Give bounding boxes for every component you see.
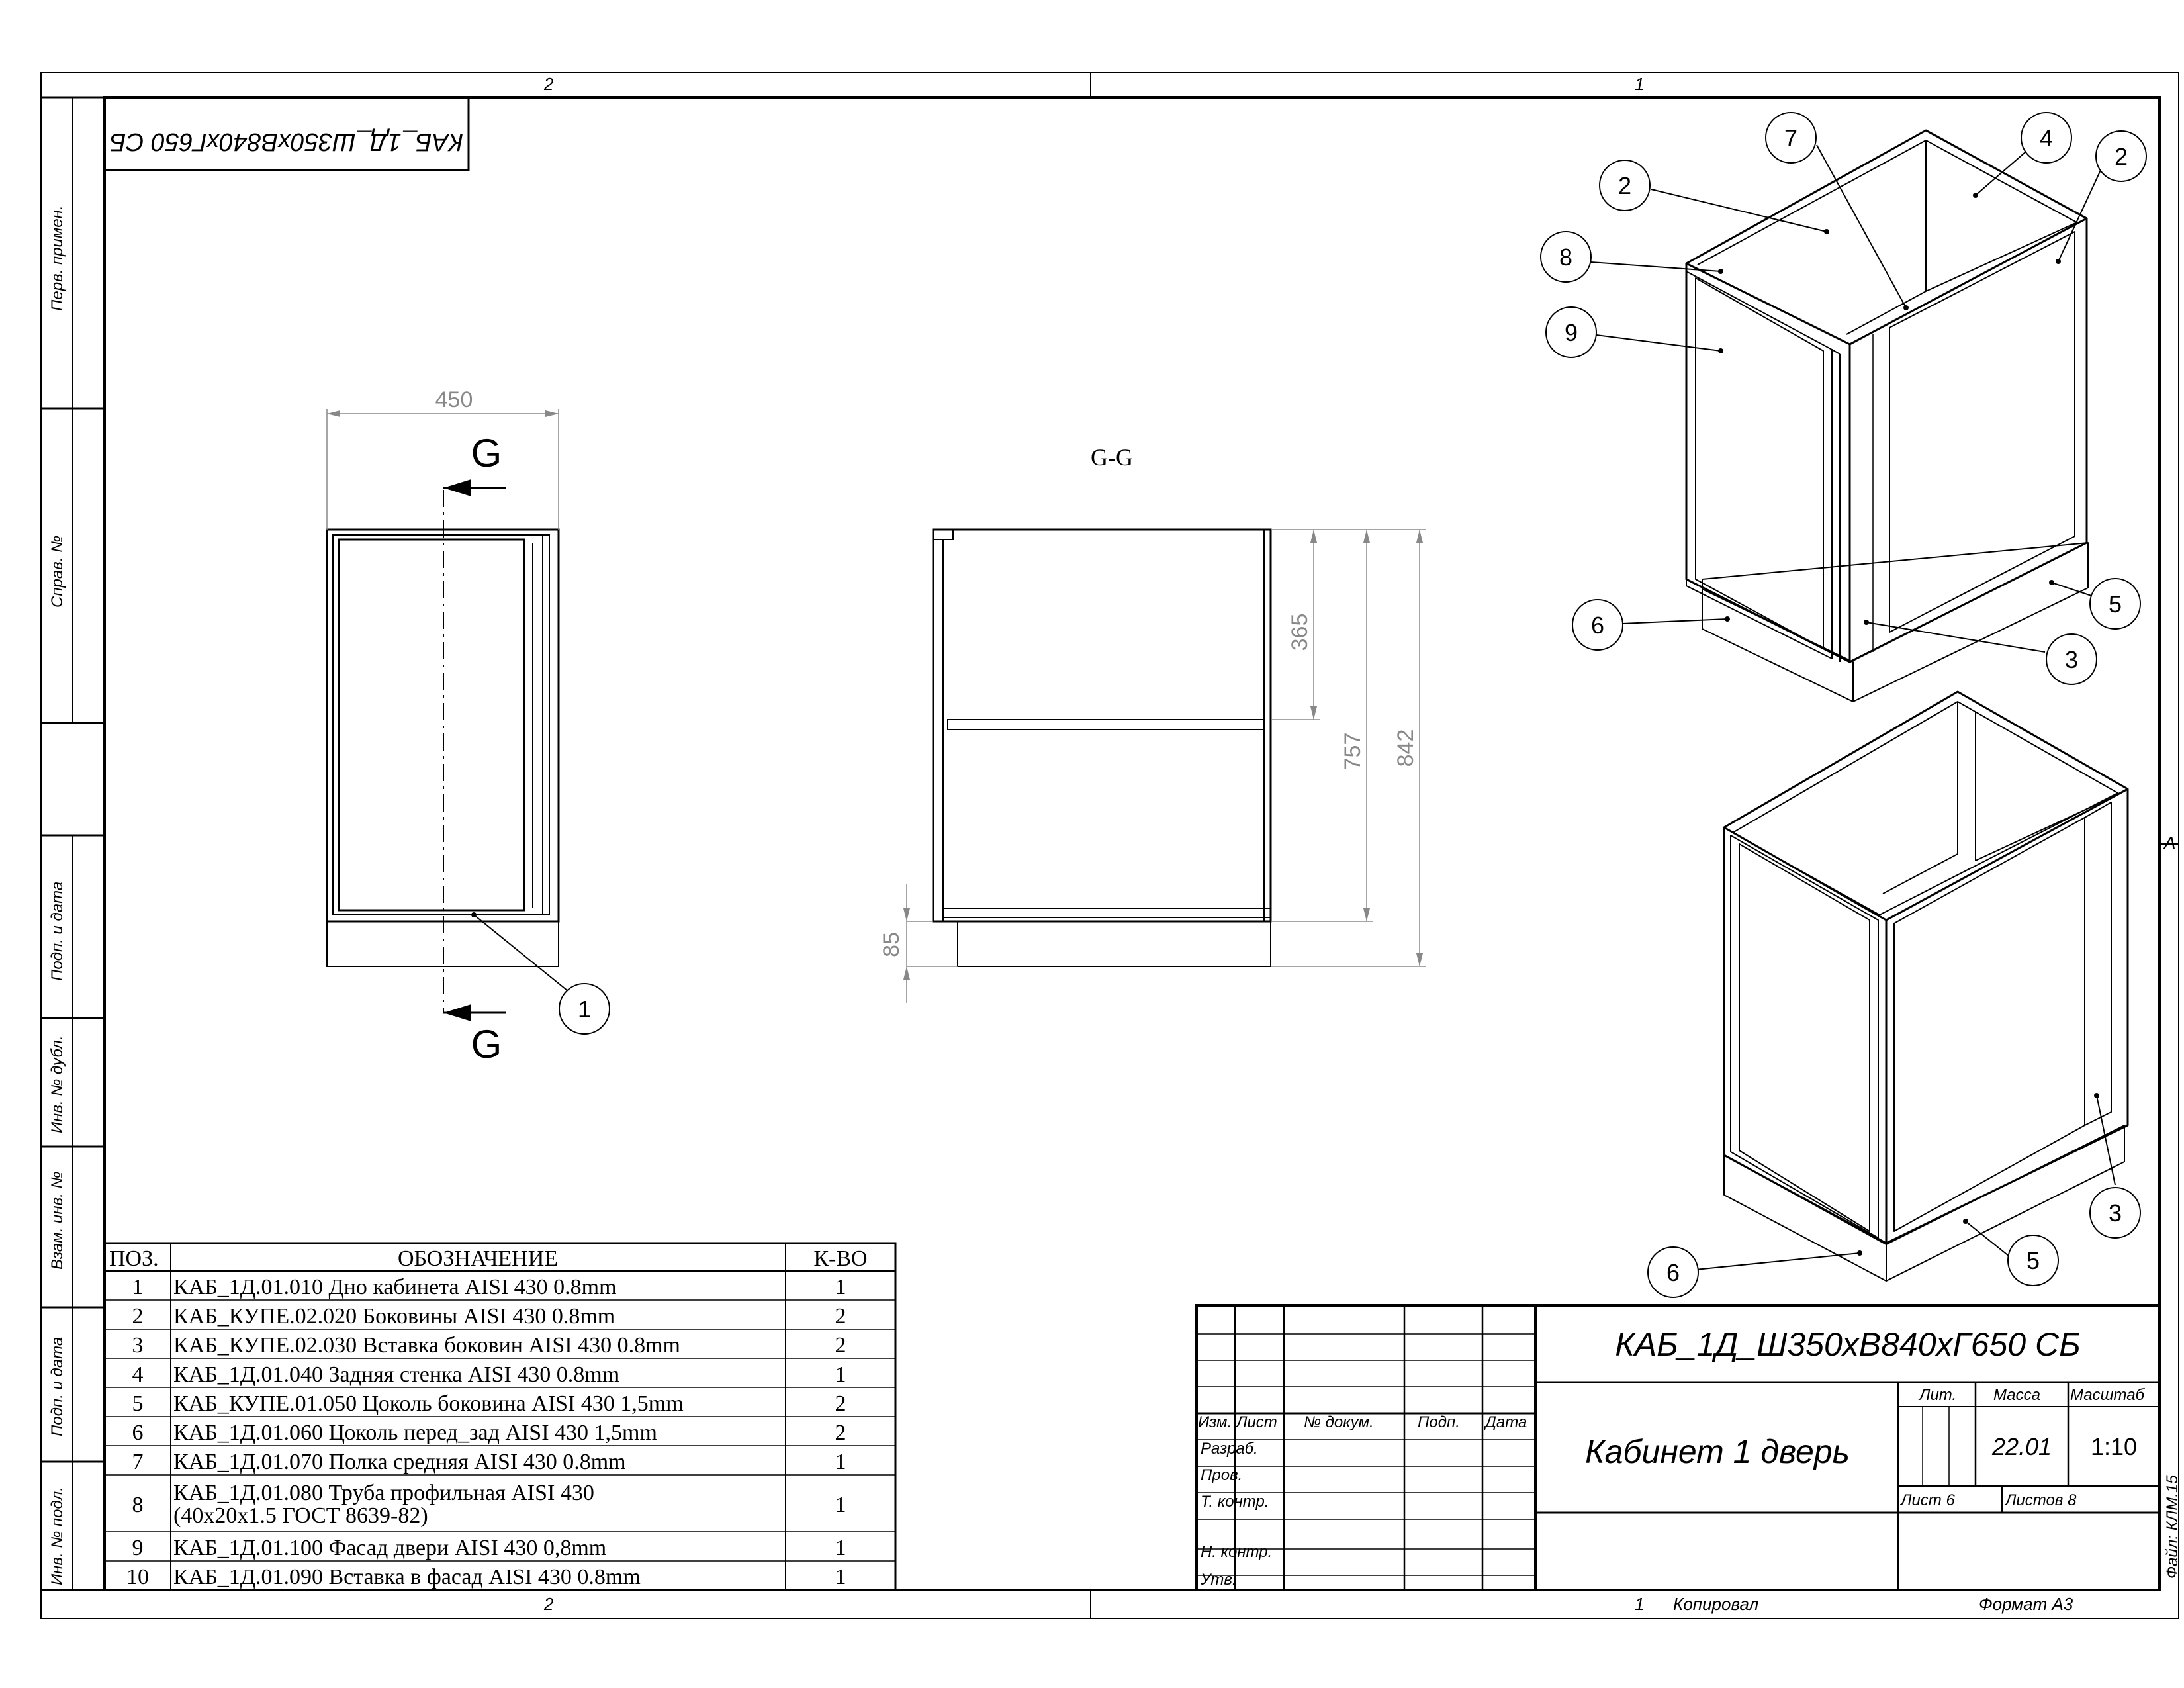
bom-row-qty: 1	[835, 1536, 846, 1560]
col-podp: Подп.	[1418, 1413, 1460, 1431]
front-view	[326, 409, 610, 1035]
zone-label-right: A	[2163, 833, 2175, 853]
section-view	[903, 528, 1426, 1003]
bom-row-pos: 1	[132, 1275, 144, 1299]
bom-table	[103, 1242, 897, 1591]
format-label: Формат А3	[1979, 1594, 2073, 1614]
bom-row-qty: 2	[835, 1421, 846, 1445]
sheets-label: Листов 8	[2004, 1491, 2077, 1509]
isometric-view-with-door	[1540, 112, 2147, 702]
bom-row-name: КАБ_КУПЕ.01.050 Цоколь боковина AISI 430…	[173, 1391, 684, 1416]
scale-value: 1:10	[2091, 1433, 2137, 1460]
sheet-frame	[40, 72, 2179, 1619]
bom-row-qty: 1	[835, 1362, 846, 1387]
rotated-designation-stamp: КАБ_1Д_Ш350хВ840хГ650 СБ	[103, 96, 470, 171]
callout-4: 4	[2040, 124, 2053, 152]
bom-row-name: КАБ_1Д.01.080 Труба профильная AISI 430	[173, 1481, 594, 1505]
bom-header-name: ОБОЗНАЧЕНИЕ	[398, 1246, 558, 1271]
bom-header-qty: К-ВО	[813, 1246, 867, 1271]
callout-2-left: 2	[1618, 172, 1631, 199]
col-doc: № докум.	[1304, 1413, 1374, 1431]
col-data: Дата	[1483, 1413, 1527, 1431]
callout-5-bottom: 5	[2026, 1247, 2040, 1274]
bom-row-name-line2: (40х20х1.5 ГОСТ 8639-82)	[173, 1503, 428, 1528]
bom-row-pos: 3	[132, 1333, 144, 1358]
bom-row-name: КАБ_1Д.01.040 Задняя стенка AISI 430 0.8…	[173, 1362, 619, 1387]
bom-row-qty: 2	[835, 1304, 846, 1329]
dimension-365: 365	[1287, 614, 1312, 651]
zone-label-top-left: 2	[543, 74, 554, 94]
side-label-podp-bottom: Подп. и дата	[48, 1337, 66, 1436]
title-block-name: Кабинет 1 дверь	[1585, 1433, 1850, 1470]
bom-row-pos: 2	[132, 1304, 144, 1329]
section-title: G-G	[1091, 444, 1133, 471]
mass-value: 22.01	[1991, 1433, 2052, 1460]
section-letter-bottom: G	[471, 1022, 502, 1066]
bom-row-pos: 8	[132, 1493, 144, 1517]
bom-row-pos: 10	[126, 1565, 149, 1589]
lit-label: Лит.	[1918, 1386, 1956, 1404]
bom-row-qty: 2	[835, 1391, 846, 1416]
front-view-width-dimension: 450	[435, 387, 473, 412]
side-label-perv: Перв. примен.	[48, 205, 66, 311]
dimension-757: 757	[1340, 733, 1365, 771]
bom-header-pos: ПОЗ.	[109, 1246, 159, 1271]
row-utv: Утв.	[1200, 1571, 1237, 1589]
title-block	[1195, 1304, 2161, 1591]
bom-row-pos: 6	[132, 1421, 144, 1445]
callout-9: 9	[1565, 319, 1578, 346]
row-razrab: Разраб.	[1201, 1440, 1258, 1458]
bom-row-pos: 5	[132, 1391, 144, 1416]
side-label-podp-top: Подп. и дата	[48, 882, 66, 981]
bom-row-name: КАБ_КУПЕ.02.030 Вставка боковин AISI 430…	[173, 1333, 680, 1358]
copied-number: 1	[1635, 1594, 1644, 1614]
isometric-view-open	[1647, 690, 2141, 1298]
bom-row-pos: 7	[132, 1450, 144, 1474]
callout-1: 1	[578, 996, 591, 1023]
side-label-vzam: Взам. инв. №	[48, 1172, 66, 1270]
bom-row-pos: 9	[132, 1536, 144, 1560]
zone-label-top-right: 1	[1635, 74, 1644, 94]
section-letter-top: G	[471, 431, 502, 475]
bom-row-qty: 1	[835, 1493, 846, 1517]
bom-row-qty: 1	[835, 1450, 846, 1474]
row-nkontr: Н. контр.	[1201, 1543, 1272, 1561]
bom-row-name: КАБ_1Д.01.060 Цоколь перед_зад AISI 430 …	[173, 1421, 657, 1445]
col-list: Лист	[1235, 1413, 1277, 1431]
bom-row-qty: 2	[835, 1333, 846, 1358]
rotated-designation-text: КАБ_1Д_Ш350хВ840хГ650 СБ	[110, 128, 464, 156]
zone-label-bottom-left: 2	[543, 1594, 554, 1614]
callout-3-bottom: 3	[2109, 1199, 2122, 1227]
sheet-label: Лист 6	[1899, 1491, 1955, 1509]
bom-row-name: КАБ_1Д.01.070 Полка средняя AISI 430 0.8…	[173, 1450, 626, 1474]
dimension-842: 842	[1393, 729, 1418, 767]
callout-3-top: 3	[2065, 646, 2078, 673]
col-izm: Изм.	[1198, 1413, 1232, 1431]
file-label: Файл: КЛМ.15	[2163, 1475, 2181, 1579]
bom-row-pos: 4	[132, 1362, 144, 1387]
bom-row-name: КАБ_1Д.01.090 Вставка в фасад AISI 430 0…	[173, 1565, 641, 1589]
dimension-85: 85	[879, 932, 904, 957]
callout-6-bottom: 6	[1666, 1259, 1680, 1286]
row-prov: Пров.	[1201, 1466, 1242, 1484]
callout-2-right: 2	[2115, 143, 2128, 170]
bom-row-qty: 1	[835, 1275, 846, 1299]
callout-7: 7	[1784, 124, 1797, 152]
scale-label: Масштаб	[2070, 1386, 2146, 1404]
copied-label: Копировал	[1673, 1594, 1759, 1614]
row-tkontr: Т. контр.	[1201, 1493, 1269, 1511]
side-label-sprav: Справ. №	[48, 536, 66, 608]
side-label-inv-dubl: Инв. № дубл.	[48, 1035, 66, 1133]
mass-label: Масса	[1993, 1386, 2040, 1404]
callout-6-top: 6	[1591, 612, 1604, 639]
callout-5-top: 5	[2109, 590, 2122, 618]
bom-row-name: КАБ_1Д.01.010 Дно кабинета AISI 430 0.8m…	[173, 1275, 617, 1299]
bom-row-qty: 1	[835, 1565, 846, 1589]
title-block-designation: КАБ_1Д_Ш350хВ840хГ650 СБ	[1615, 1326, 2080, 1363]
bom-row-name: КАБ_КУПЕ.02.020 Боковины AISI 430 0.8mm	[173, 1304, 615, 1329]
bom-row-name: КАБ_1Д.01.100 Фасад двери AISI 430 0,8mm	[173, 1536, 606, 1560]
side-label-inv-podl: Инв. № подл.	[48, 1487, 66, 1585]
callout-8: 8	[1559, 244, 1572, 271]
